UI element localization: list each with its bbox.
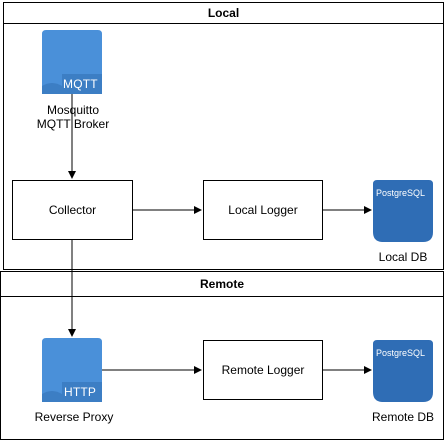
local-db-icon: PostgreSQL <box>373 180 433 242</box>
local-db-icon-label: PostgreSQL <box>376 188 426 198</box>
local-logger-label: Local Logger <box>228 203 298 217</box>
local-section-title: Local <box>207 6 240 20</box>
remote-section-header: Remote <box>0 271 444 297</box>
mqtt-broker-icon: MQTT <box>42 30 102 94</box>
local-logger-node[interactable]: Local Logger <box>203 180 323 240</box>
reverse-proxy-label: Reverse Proxy <box>34 410 114 424</box>
http-icon-label: HTTP <box>64 385 97 399</box>
broker-label: Mosquitto MQTT Broker <box>25 103 121 131</box>
remote-logger-node[interactable]: Remote Logger <box>203 340 323 400</box>
remote-db-label: Remote DB <box>371 410 435 424</box>
collector-label: Collector <box>48 203 97 217</box>
mqtt-icon-label: MQTT <box>63 77 98 91</box>
remote-db-icon: PostgreSQL <box>373 340 433 402</box>
remote-db-icon-label: PostgreSQL <box>376 348 426 358</box>
collector-node[interactable]: Collector <box>12 180 133 240</box>
local-db-label: Local DB <box>378 250 428 264</box>
broker-label-line2: MQTT Broker <box>36 117 110 131</box>
broker-label-line1: Mosquitto <box>46 103 100 117</box>
reverse-proxy-icon: HTTP <box>42 338 102 402</box>
remote-section-title: Remote <box>199 277 244 291</box>
remote-logger-label: Remote Logger <box>221 363 305 377</box>
local-section-header: Local <box>3 2 444 24</box>
